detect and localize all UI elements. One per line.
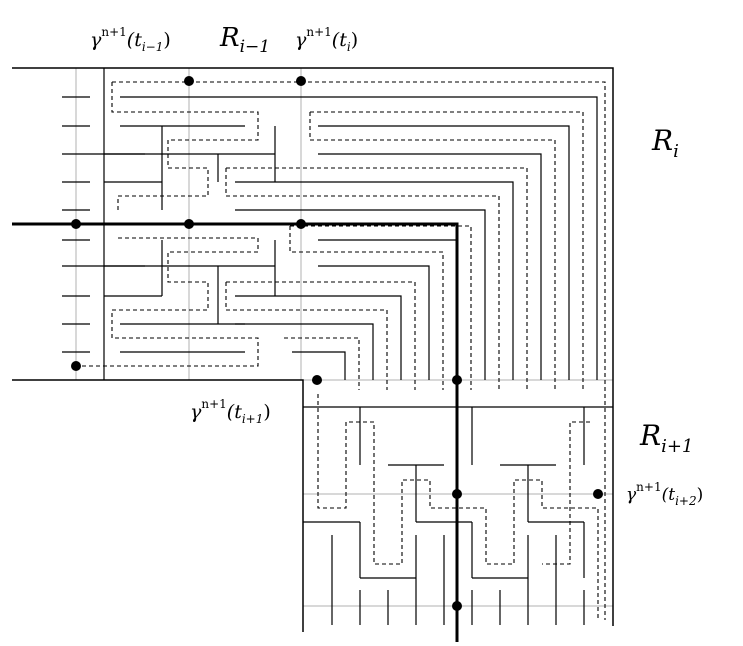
point xyxy=(184,219,194,229)
point xyxy=(452,601,462,611)
bottom-ticks xyxy=(331,535,585,625)
point xyxy=(71,361,81,371)
grid-lines xyxy=(75,68,613,607)
thick-path xyxy=(12,222,459,642)
dashed-route xyxy=(76,81,606,620)
outer-boundary xyxy=(12,67,614,632)
wall xyxy=(235,181,514,380)
point-gamma-t-i xyxy=(296,76,306,86)
point xyxy=(296,219,306,229)
boundary-line xyxy=(12,379,304,632)
wall xyxy=(318,125,570,380)
point-gamma-t-i-plus-1 xyxy=(312,375,322,385)
label-r-i: Ri xyxy=(651,124,679,162)
point-gamma-t-i-plus-2 xyxy=(593,489,603,499)
wall xyxy=(120,96,598,380)
label-r-i-minus-1: Ri−1 xyxy=(219,23,270,57)
marked-points xyxy=(71,76,603,611)
wall xyxy=(235,323,374,380)
branch-connectors xyxy=(104,126,585,579)
boundary-line xyxy=(12,67,614,626)
wall xyxy=(292,351,346,380)
left-ticks xyxy=(62,96,145,353)
label-gamma-t-i-plus-1: γn+1(ti+1) xyxy=(190,397,271,426)
wall xyxy=(235,209,486,380)
label-r-i-plus-1: Ri+1 xyxy=(639,419,693,457)
wall xyxy=(318,265,430,380)
maze-walls xyxy=(120,96,598,380)
dashed-path xyxy=(76,81,606,620)
point xyxy=(71,219,81,229)
point-gamma-t-i-minus-1 xyxy=(184,76,194,86)
label-gamma-t-i-minus-1: γn+1(ti−1) xyxy=(90,25,171,54)
thick-line xyxy=(12,222,459,642)
wall xyxy=(235,295,402,380)
point xyxy=(452,375,462,385)
label-gamma-t-i-plus-2: γn+1(ti+2) xyxy=(626,480,703,508)
wall xyxy=(318,153,542,380)
point xyxy=(452,489,462,499)
label-gamma-t-i: γn+1(ti) xyxy=(295,25,358,54)
